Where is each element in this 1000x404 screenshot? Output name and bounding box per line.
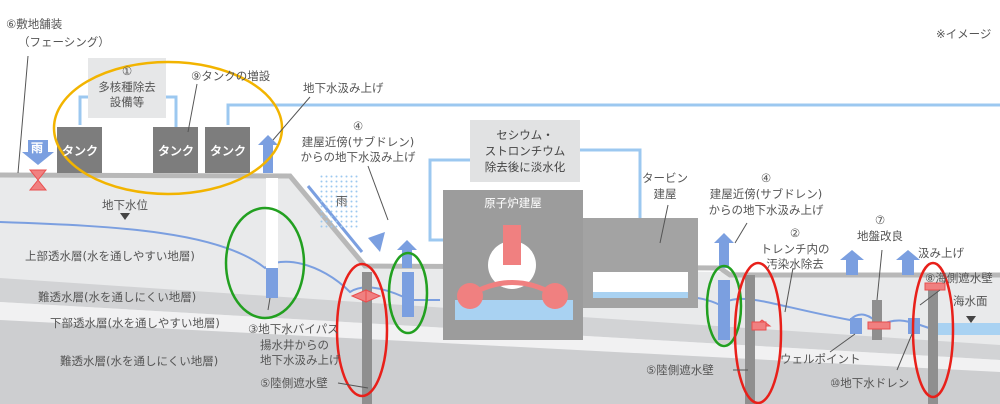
bypass-label: ③地下水バイパス (248, 322, 339, 336)
subdrain-right-label: 建屋近傍(サブドレン) (710, 187, 822, 201)
tank-2-label: タンク (158, 144, 194, 158)
bypass-label-2: 揚水井からの (260, 338, 329, 352)
pumpup-top-label: 地下水汲み上げ (303, 81, 384, 95)
leader-lines (17, 55, 941, 389)
reactor-label: 原子炉建屋 (484, 196, 542, 210)
image-note: ※イメージ (936, 27, 991, 41)
ground-improve-number: ⑦ (875, 213, 885, 227)
green-ring-subdrain-right (705, 264, 743, 348)
bypass-well-water (266, 268, 278, 298)
imperm-layer-1-label: 難透水層(水を通しにくい地層) (38, 290, 196, 304)
yellow-ring (52, 60, 284, 196)
cesium-label-2: ストロンチウム (485, 144, 566, 158)
cesium-removal-box (470, 120, 580, 182)
red-ring-sea-wall (911, 261, 955, 399)
green-ring-subdrain-left (387, 251, 429, 335)
wellpoint-label: ウェルポイント (780, 352, 861, 366)
subdrain-right-number: ④ (761, 171, 771, 185)
land-side-wall-right (745, 275, 755, 404)
sea-side-wall (928, 283, 938, 404)
tank-add-label: ⑨タンクの増設 (191, 69, 271, 83)
subdrain-left-label: 建屋近傍(サブドレン) (302, 135, 414, 149)
red-ring-land-wall-right (733, 261, 783, 404)
facing-label-2: （フェーシング） (18, 35, 110, 49)
wellpoint-well (850, 318, 862, 334)
rain-arrow-icon: 雨 (22, 140, 54, 165)
trench-label-2: 汚染水除去 (766, 257, 824, 271)
ground-improvement-wall (872, 300, 882, 340)
rain-dots (320, 175, 360, 230)
slope-rain-label: 雨 (336, 194, 348, 208)
subdrain-left-number: ④ (353, 119, 363, 133)
trench-label: トレンチ内の (761, 242, 830, 256)
alps-pipe (78, 95, 1000, 127)
trench-number: ② (790, 226, 800, 240)
land-wall-right-label: ⑤陸側遮水壁 (646, 363, 714, 377)
upper-layer-label: 上部透水層(水を通しやすい地層) (25, 249, 195, 263)
gw-drain-label: ⑩地下水ドレン (830, 376, 909, 390)
red-ring-land-wall-left (335, 262, 389, 398)
subdrain-well-left (402, 272, 414, 317)
alps-label-2: 設備等 (110, 95, 145, 109)
sea (935, 323, 1000, 335)
cesium-label: セシウム・ (496, 128, 554, 142)
tank-3-label: タンク (210, 144, 246, 158)
lower-layer-label: 下部透水層(水を通しやすい地層) (50, 316, 220, 330)
facing-label: ⑥敷地舗装 (6, 17, 63, 31)
imperm-layer-2-label: 難透水層(水を通しにくい地層) (60, 354, 218, 368)
alps-box (88, 58, 166, 118)
groundwater-level-label: 地下水位 (102, 198, 148, 212)
tank-1 (57, 127, 102, 173)
groundwater-level-marker (120, 213, 130, 220)
pump-up-arrow-icon (258, 135, 920, 275)
alps-number: ① (122, 64, 132, 78)
subdrain-right-label-2: からの地下水汲み上げ (709, 203, 824, 217)
suppression-chamber-right (542, 283, 568, 309)
suppression-chamber-left (457, 283, 483, 309)
subdrain-well-right (718, 280, 730, 340)
blocked-flow-icon (28, 169, 946, 331)
alps-label: 多核種除去 (98, 80, 156, 94)
land-wall-left-label: ⑤陸側遮水壁 (260, 376, 328, 390)
sea-level-marker (966, 316, 976, 323)
tank-2 (153, 127, 198, 173)
sea-level-label: 海水面 (953, 294, 988, 308)
tank-1-label: タンク (62, 144, 98, 158)
turbine-label: タービン (642, 171, 688, 185)
ground-improve-label: 地盤改良 (857, 229, 903, 243)
sea-wall-label: ⑧海側遮水壁 (925, 271, 993, 285)
land-side-wall-left (362, 272, 372, 404)
tank-3 (205, 127, 250, 173)
svg-text:雨: 雨 (31, 141, 43, 155)
turbine-water (593, 292, 688, 298)
green-ring-bypass (224, 206, 306, 320)
turbine-label-2: 建屋 (654, 187, 677, 201)
labels: ※イメージ ⑥敷地舗装 （フェーシング） ① 多核種除去 設備等 ⑨タンクの増設… (6, 17, 993, 390)
subdrain-left-label-2: からの地下水汲み上げ (301, 150, 416, 164)
bypass-label-3: 地下水汲み上げ (260, 353, 341, 367)
cesium-label-3: 除去後に淡水化 (485, 160, 566, 174)
pumpup-right-label: 汲み上げ (918, 246, 964, 260)
reactor-water (455, 300, 573, 320)
reactor-core (503, 225, 521, 265)
